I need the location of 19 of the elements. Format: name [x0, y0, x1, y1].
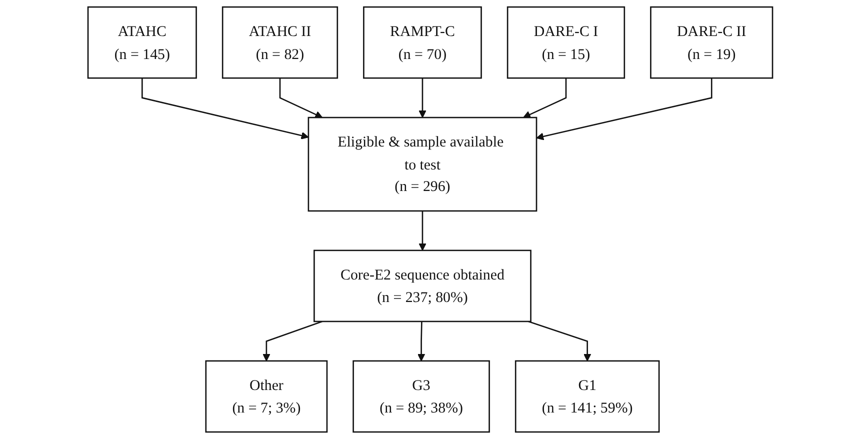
arrow [418, 210, 426, 251]
arrow [528, 320, 591, 362]
arrow [262, 320, 322, 362]
arrow [418, 78, 426, 118]
arrow [279, 78, 322, 118]
node-box: DARE-C I (n = 15) [506, 6, 625, 79]
node-box: ATAHC (n = 145) [87, 6, 197, 79]
arrow [417, 321, 425, 362]
node-box: G3 (n = 89; 38%) [352, 360, 490, 433]
arrow [141, 78, 309, 140]
node-box: G1 (n = 141; 59%) [514, 360, 660, 433]
node-box: Other (n = 7; 3%) [204, 360, 328, 433]
node-box: Eligible & sample available to test (n = 296) [308, 116, 537, 212]
node-box: ATAHC II (n = 82) [222, 6, 338, 79]
node-box: RAMPT-C (n = 70) [362, 6, 482, 79]
arrow [536, 78, 712, 140]
arrow [522, 78, 566, 118]
node-box: DARE-C II (n = 19) [650, 6, 773, 79]
node-box: Core-E2 sequence obtained (n = 237; 80%) [313, 250, 532, 322]
